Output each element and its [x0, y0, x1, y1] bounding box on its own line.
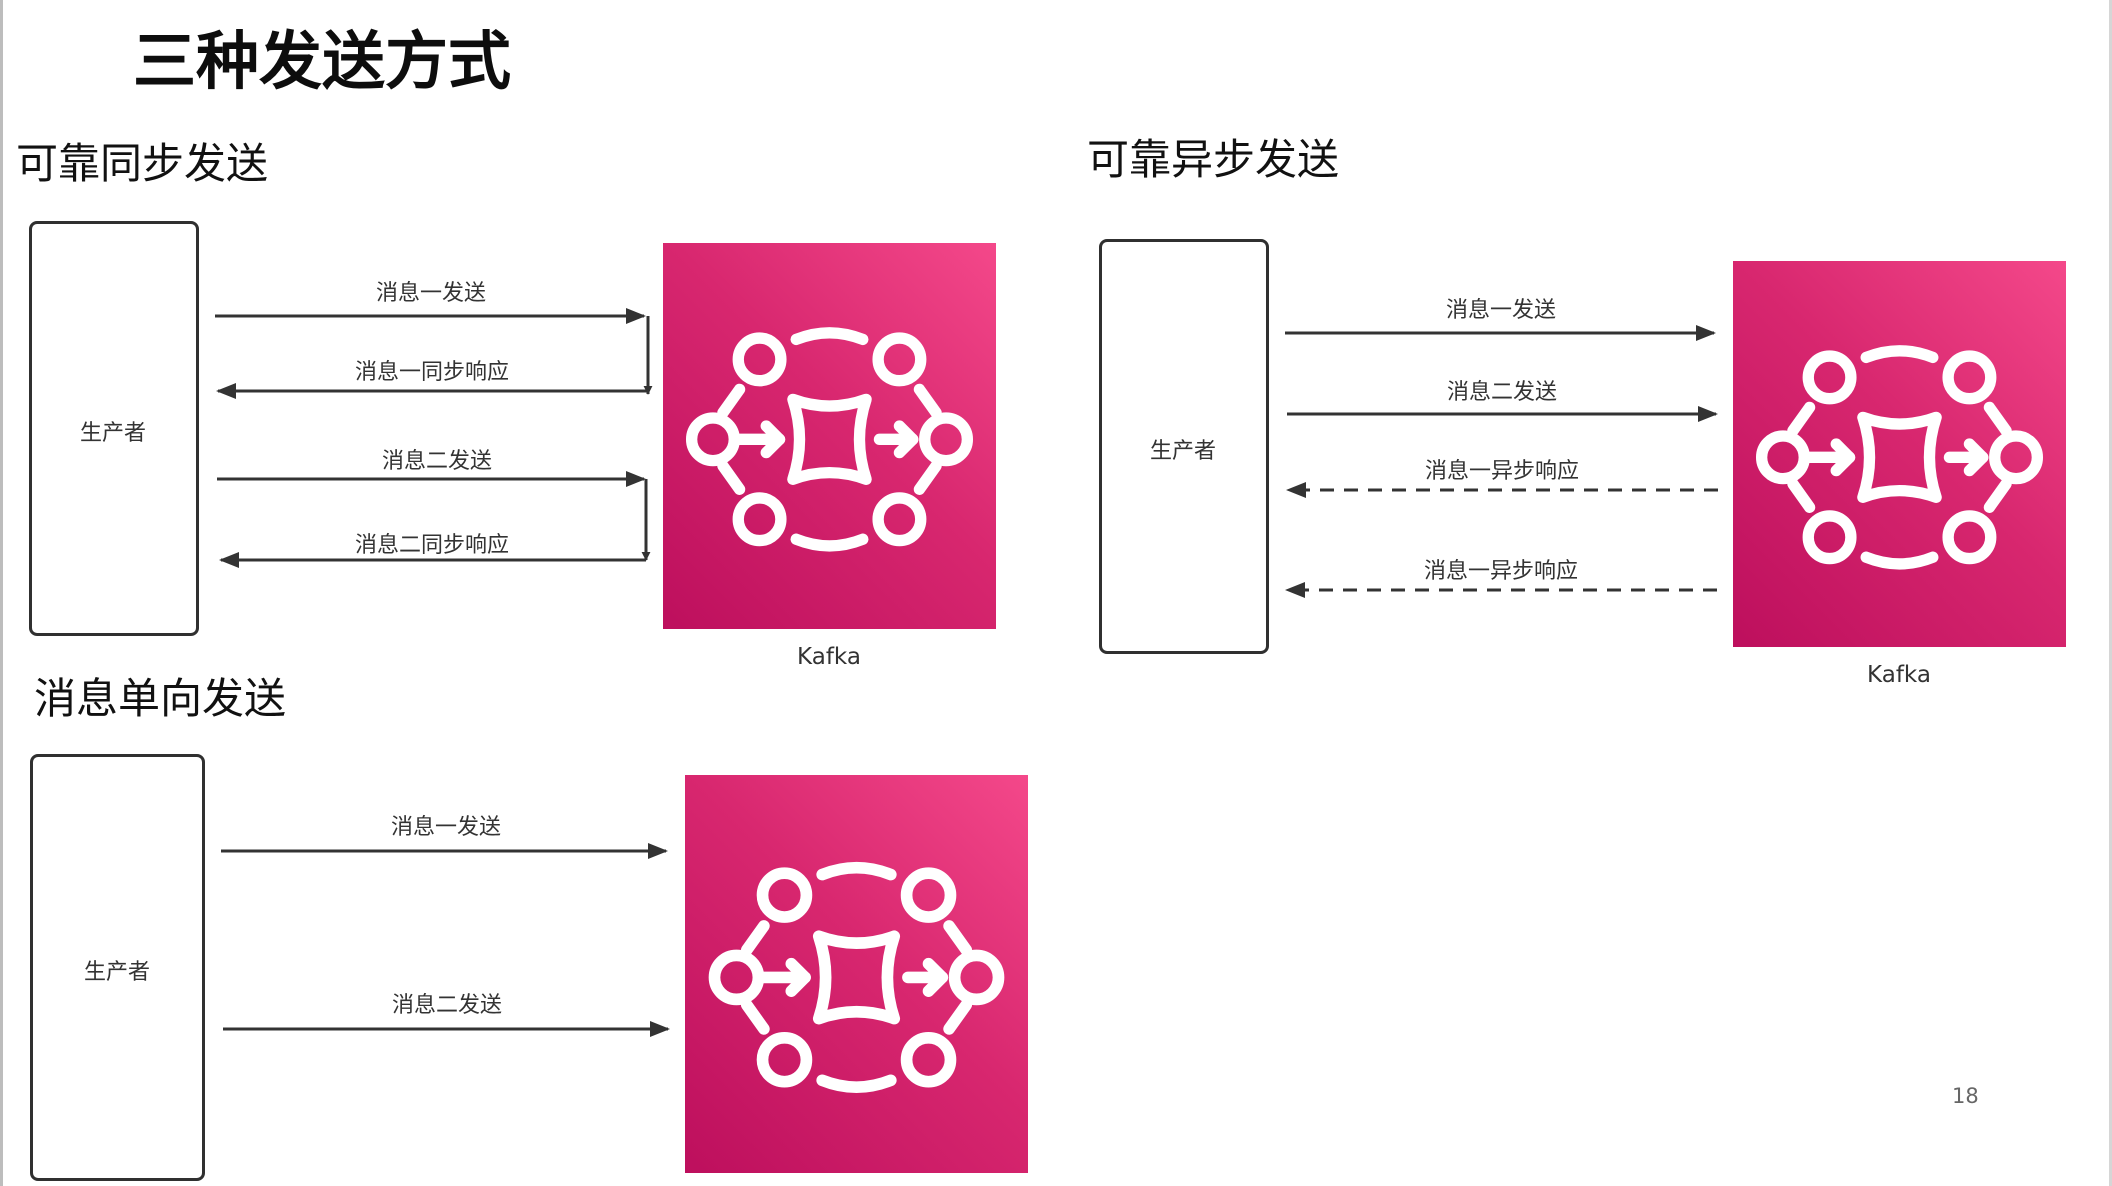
kafka-tile-async — [1733, 261, 2066, 647]
msg-sync-2-send: 消息二发送 — [381, 449, 493, 474]
heading-async: 可靠异步发送 — [1087, 135, 1340, 184]
msg-async-1-async-response-2: 消息一异步响应 — [1423, 559, 1579, 584]
producer-label-async: 生产者 — [1149, 439, 1217, 464]
msg-sync-1-send: 消息一发送 — [375, 281, 487, 306]
msg-async-1-send: 消息一发送 — [1445, 298, 1557, 323]
page-title: 三种发送方式 — [133, 25, 511, 98]
producer-box-oneway — [30, 754, 205, 1181]
slide-left-border — [0, 0, 3, 1186]
page-number: 18 — [1952, 1084, 1979, 1108]
slide-right-border — [2109, 0, 2112, 1186]
msg-oneway-1-send: 消息一发送 — [390, 815, 502, 840]
kafka-label-async: Kafka — [1867, 662, 1931, 688]
heading-sync: 可靠同步发送 — [16, 139, 269, 188]
kafka-tile-oneway — [685, 775, 1028, 1173]
msg-sync-2-response: 消息二同步响应 — [354, 533, 510, 558]
producer-box-async — [1099, 239, 1269, 654]
heading-oneway: 消息单向发送 — [34, 674, 287, 723]
kafka-tile-sync — [663, 243, 996, 629]
msg-async-2-send: 消息二发送 — [1446, 380, 1558, 405]
producer-box-sync — [29, 221, 199, 636]
msg-async-1-async-response: 消息一异步响应 — [1424, 459, 1580, 484]
msg-oneway-2-send: 消息二发送 — [391, 993, 503, 1018]
producer-label-sync: 生产者 — [79, 421, 147, 446]
msg-sync-1-response: 消息一同步响应 — [354, 360, 510, 385]
producer-label-oneway: 生产者 — [83, 960, 151, 985]
kafka-label-sync: Kafka — [797, 644, 861, 670]
